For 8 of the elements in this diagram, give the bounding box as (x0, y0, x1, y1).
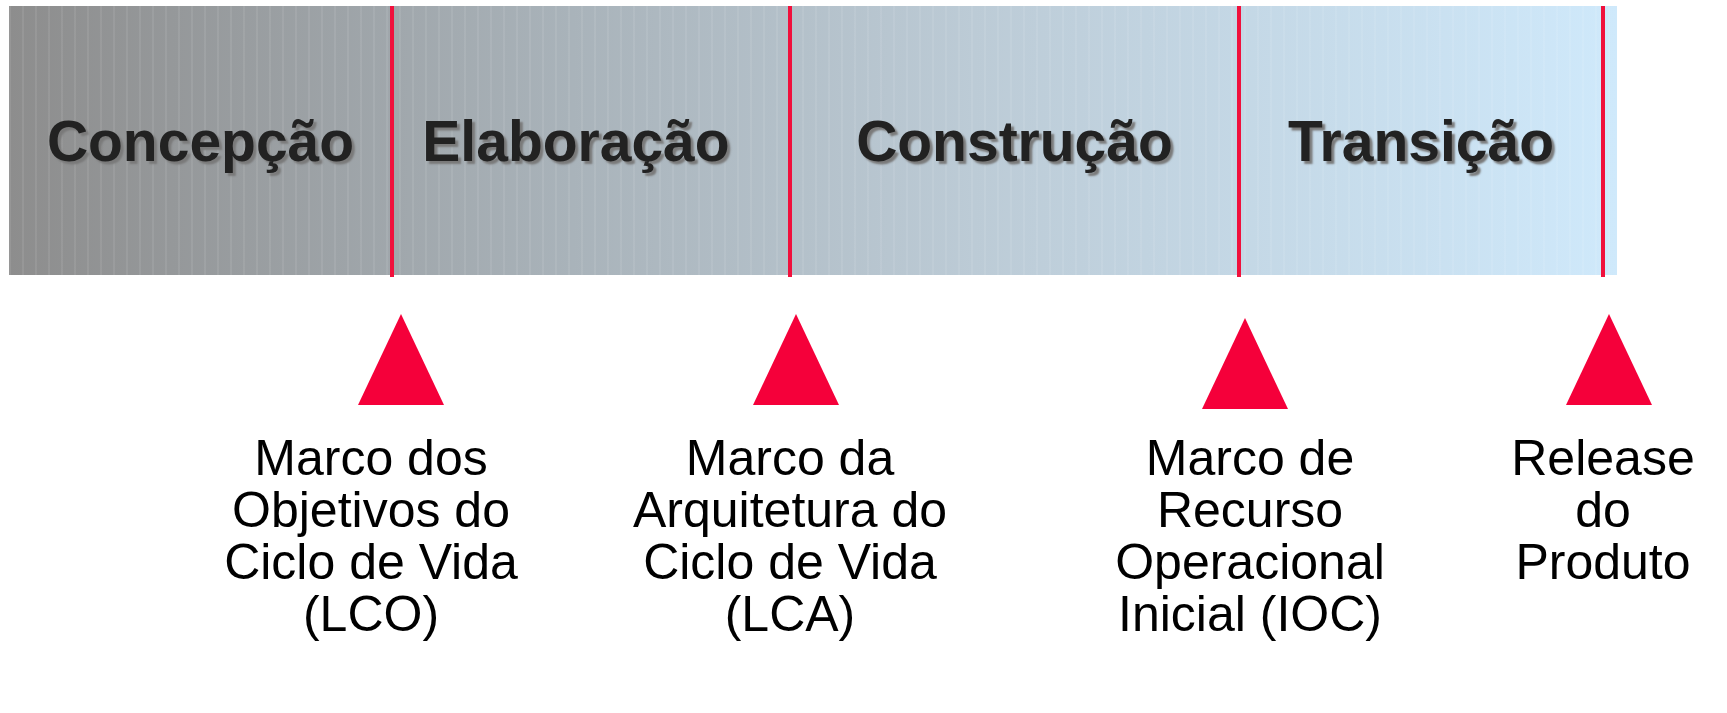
milestone-label: Release do Produto (1510, 432, 1696, 588)
milestone-label: Marco da Arquitetura do Ciclo de Vida (LCA) (631, 432, 949, 640)
phase-label: Transição (1287, 107, 1555, 174)
phase-label: Concepção (46, 107, 355, 174)
phase-label: Construção (856, 107, 1173, 174)
milestone-label: Marco de Recurso Operacional Inicial (IOC) (1114, 432, 1386, 640)
phase-label: Elaboração (422, 107, 730, 174)
milestone-label: Marco dos Objetivos do Ciclo de Vida (LCO) (223, 432, 519, 640)
